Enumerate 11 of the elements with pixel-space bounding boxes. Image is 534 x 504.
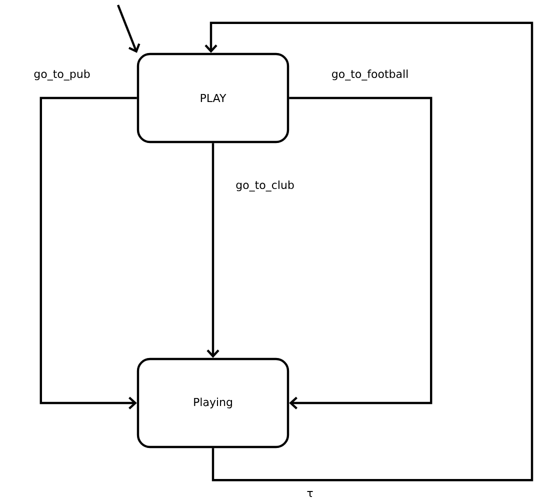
arrow: [204, 22, 534, 482]
edge-label: τ: [306, 490, 314, 498]
edge-label: go_to_football: [330, 68, 410, 82]
arrow: [116, 4, 140, 53]
edge-label: go_to_pub: [32, 68, 92, 82]
arrow: [289, 96, 432, 410]
arrow: [40, 96, 137, 410]
state-box: PLAY: [136, 52, 290, 144]
edge-label: go_to_club: [234, 180, 296, 192]
arrow: [206, 143, 220, 358]
state-box: Playing: [136, 358, 290, 448]
